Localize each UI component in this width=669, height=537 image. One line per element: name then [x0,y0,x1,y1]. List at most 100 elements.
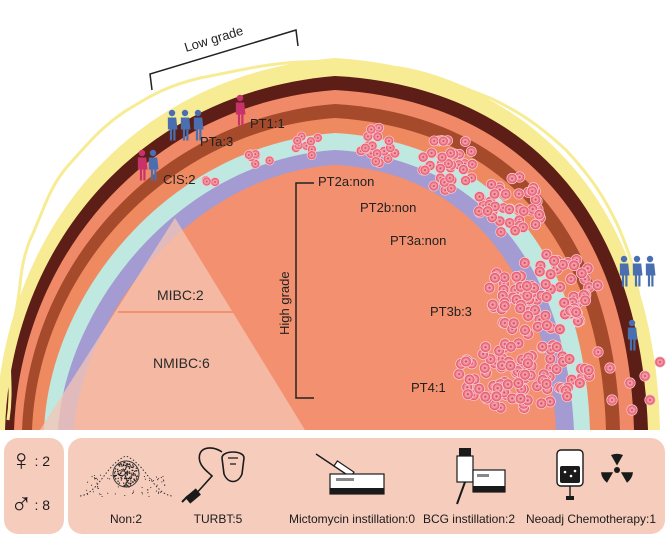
treatment-chemo-label: Neoadj Chemotherapy:1 [525,512,657,526]
floating-tumor-cell [606,394,618,406]
tumor-cell [563,353,576,365]
tumor-cell [533,265,546,278]
label-pt2a: PT2a:non [318,174,374,189]
label-pt3a: PT3a:non [390,233,446,248]
tumor-cell [370,156,382,167]
tumor-cell [529,218,542,231]
male-count-row: ♂: 8 [10,490,50,520]
treatment-mictomycin-label: Mictomycin instillation:0 [288,512,416,526]
serosa-wave-edge [6,59,654,421]
tumor-cell [453,368,465,380]
label-pt3b: PT3b:3 [430,304,472,319]
tumor-cell [434,162,446,174]
tumor-cell [544,268,557,281]
label-pt4: PT4:1 [411,380,446,395]
tumor-cell [570,306,582,318]
male-icon: ♂ [10,488,33,521]
tumor-cell [462,388,474,401]
tumor-cell [505,340,517,353]
tumor-cell [445,147,457,159]
tumor-cell [540,291,553,303]
tumor-cell [533,209,545,221]
treatment-bcg: BCG instillation:2 [400,438,538,534]
tumor-cell [575,267,588,280]
floating-tumor-cell [592,346,604,358]
tumor-cell [513,188,525,200]
treatment-mictomycin: Mictomycin instillation:0 [264,438,440,534]
tumor-cell [512,377,525,389]
tumor-cell [582,364,595,377]
tumor-cell [498,300,511,312]
tumor-cell [540,378,553,390]
tumor-cell [306,150,317,161]
tumor-cell [521,280,533,292]
tumor-cell [483,281,496,294]
tumor-cell [539,309,552,322]
treatment-bcg-label: BCG instillation:2 [422,512,516,526]
tumor-cell [473,191,486,203]
tumor-cell [519,324,531,336]
tumor-cell [460,175,472,187]
treatment-none: Non:2 [74,438,178,534]
tumor-cell [482,205,494,217]
tumor-cell [243,149,254,160]
label-mibc: MIBC:2 [157,287,204,303]
tumor-cell [536,340,549,353]
tumor-cell [514,392,527,405]
treatment-turbt: TURBT:5 [172,438,264,534]
resectoscope-icon [181,447,245,504]
floating-tumor-cell [654,356,666,368]
low-grade-label: Low grade [182,23,244,55]
tumor-cell [518,205,530,217]
tumor-cell [417,151,429,163]
tumor-cell [509,225,521,237]
tumor-cell [591,279,604,292]
tumor-cell [518,257,531,269]
metastatic-cells [592,346,666,416]
tumor-cell [444,172,456,184]
tumor-cell [507,317,520,330]
tumor-cell [548,254,560,267]
tumor-cell [490,390,503,403]
tumor-cell [565,273,577,285]
tumor-cell [460,355,472,368]
label-nmibc: NMIBC:6 [153,355,210,371]
tumor-cell [372,131,383,142]
syringe-box-icon [315,453,385,495]
label-pta: PTa:3 [200,134,233,149]
tumor-cell [264,155,275,166]
male-count: : 8 [34,497,51,513]
gender-panel: ♀: 2 ♂: 8 [4,438,64,534]
tumor-cell [479,341,492,353]
tumor-cell [540,248,553,261]
tumor-cell [457,164,469,175]
floating-tumor-cell [624,377,636,389]
floating-tumor-cell [626,404,638,416]
stage-pyramid [40,218,305,430]
tumor-cell [292,135,303,146]
tumor-cell [383,135,395,147]
tumor-cell [558,296,570,309]
tumor-cell [366,124,377,135]
tumor-cell [550,363,563,375]
iv-bag-radiation-icon [556,449,633,500]
low-grade-bracket [149,29,299,91]
tumor-cell [486,298,499,311]
tumor-cell [535,397,548,410]
tumor-cell [437,135,449,147]
floating-tumor-cell [644,394,656,406]
tumor-cell [466,158,478,170]
tumor-cell [459,136,471,148]
treatment-panel: Non:2 TURBT:5 Mictomycin instillation:0 [68,438,665,534]
tumor-cell [428,180,440,192]
tumor-cell [502,378,514,391]
tumor-tissue-icon [79,455,173,498]
tumor-cell [498,271,511,284]
tumor-cell [360,142,371,154]
tumor-cell [526,185,538,197]
tumor-cell [550,341,563,353]
tumor-cell [522,310,534,322]
female-icon: ♀ [10,444,33,477]
tumor-cell [504,359,517,372]
tumor-cell [561,390,573,403]
